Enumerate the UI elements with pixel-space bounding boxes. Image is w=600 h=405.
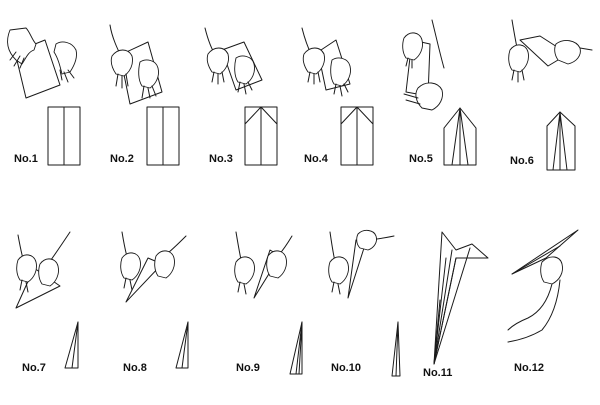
- step-6-diagram: [546, 111, 576, 171]
- step-5-diagram: [443, 107, 477, 166]
- step-11-illustration: [433, 231, 489, 365]
- step-7-diagram: [64, 321, 79, 369]
- step-6-hands-sketch: [508, 19, 593, 83]
- step-11-plane-diagram: [433, 231, 489, 365]
- step-12-throwing-sketch: [507, 229, 579, 343]
- step-6-label: No.6: [510, 155, 534, 167]
- step-2-hands-sketch: [109, 24, 163, 105]
- step-12-label: No.12: [514, 362, 544, 374]
- step-9-hands-sketch: [234, 231, 293, 299]
- step-5-label: No.5: [409, 153, 433, 165]
- step-2-label: No.2: [110, 153, 134, 165]
- step-9-illustration: [234, 231, 303, 375]
- step-5-hands-sketch: [402, 19, 445, 111]
- step-4-diagram: [340, 106, 374, 166]
- step-5-illustration: [402, 19, 477, 166]
- step-6-illustration: [508, 19, 593, 171]
- step-9-diagram: [289, 321, 303, 375]
- step-10-diagram: [391, 321, 401, 377]
- step-11-label: No.11: [423, 367, 453, 379]
- step-8-illustration: [120, 231, 189, 369]
- step-2-illustration: [109, 24, 180, 166]
- step-8-hands-sketch: [120, 231, 187, 303]
- step-4-label: No.4: [304, 153, 328, 165]
- step-12-illustration: [507, 229, 579, 343]
- step-4-hands-sketch: [301, 27, 351, 97]
- step-4-illustration: [301, 27, 374, 166]
- step-3-label: No.3: [209, 153, 233, 165]
- step-3-illustration: [204, 27, 278, 166]
- step-3-diagram: [244, 106, 278, 166]
- step-1-label: No.1: [14, 153, 38, 165]
- step-8-label: No.8: [123, 362, 147, 374]
- step-10-hands-sketch: [328, 229, 395, 299]
- step-1-hands-sketch: [7, 27, 77, 99]
- step-9-label: No.9: [236, 362, 260, 374]
- step-3-hands-sketch: [204, 27, 263, 95]
- step-7-hands-sketch: [15, 231, 71, 309]
- step-1-diagram: [47, 106, 81, 166]
- step-10-label: No.10: [331, 362, 361, 374]
- step-2-diagram: [146, 106, 180, 166]
- step-8-diagram: [175, 321, 189, 369]
- step-7-label: No.7: [22, 362, 46, 374]
- step-7-illustration: [15, 231, 79, 369]
- step-10-illustration: [328, 229, 401, 377]
- step-1-illustration: [7, 27, 81, 166]
